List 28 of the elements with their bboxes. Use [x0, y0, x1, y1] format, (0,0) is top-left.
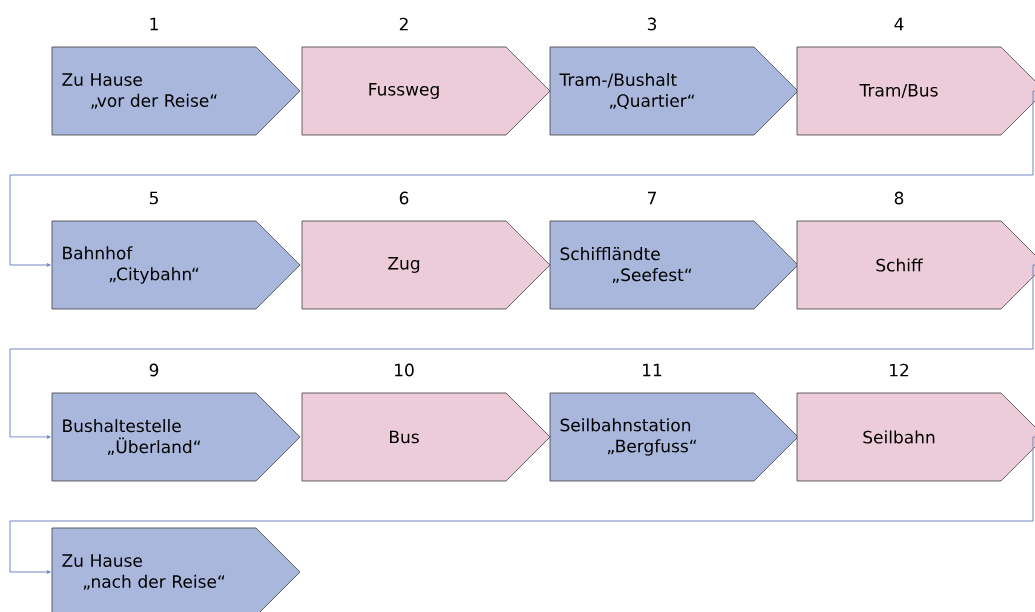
step-number: 11	[643, 363, 662, 377]
step-number: 10	[395, 363, 414, 377]
step-number: 9	[149, 363, 159, 377]
chevron-box: Bushaltestelle „Überland“	[51, 392, 301, 482]
chevron-box: Schiff	[796, 220, 1035, 310]
step-number: 12	[890, 363, 909, 377]
chevron-box: Fussweg	[301, 46, 551, 136]
step-number: 8	[894, 191, 904, 205]
step-number: 1	[150, 17, 158, 31]
chevron-box: Seilbahnstation „Bergfuss“	[549, 392, 799, 482]
step-number: 5	[149, 191, 158, 205]
chevron-box: Zu Hause „nach der Reise“	[51, 527, 301, 612]
chevron-box: Zug	[301, 220, 551, 310]
chevron-box: Seilbahn	[796, 392, 1035, 482]
step-number: 6	[399, 191, 409, 205]
step-number: 3	[647, 17, 657, 31]
chevron-box: Bahnhof „Citybahn“	[51, 220, 301, 310]
chevron-box: Bus	[301, 392, 551, 482]
chevron-box: Tram-/Bushalt „Quartier“	[549, 46, 799, 136]
step-number: 7	[648, 191, 656, 205]
connector-arrow	[9, 436, 1035, 574]
chevron-box: Schiffländte „Seefest“	[549, 220, 799, 310]
step-number: 2	[399, 17, 408, 31]
connector-arrow	[9, 264, 1035, 439]
step-number: 4	[894, 17, 904, 31]
chevron-box: Zu Hause „vor der Reise“	[51, 46, 301, 136]
connector-arrow	[9, 90, 1035, 267]
chevron-box: Tram/Bus	[796, 46, 1035, 136]
